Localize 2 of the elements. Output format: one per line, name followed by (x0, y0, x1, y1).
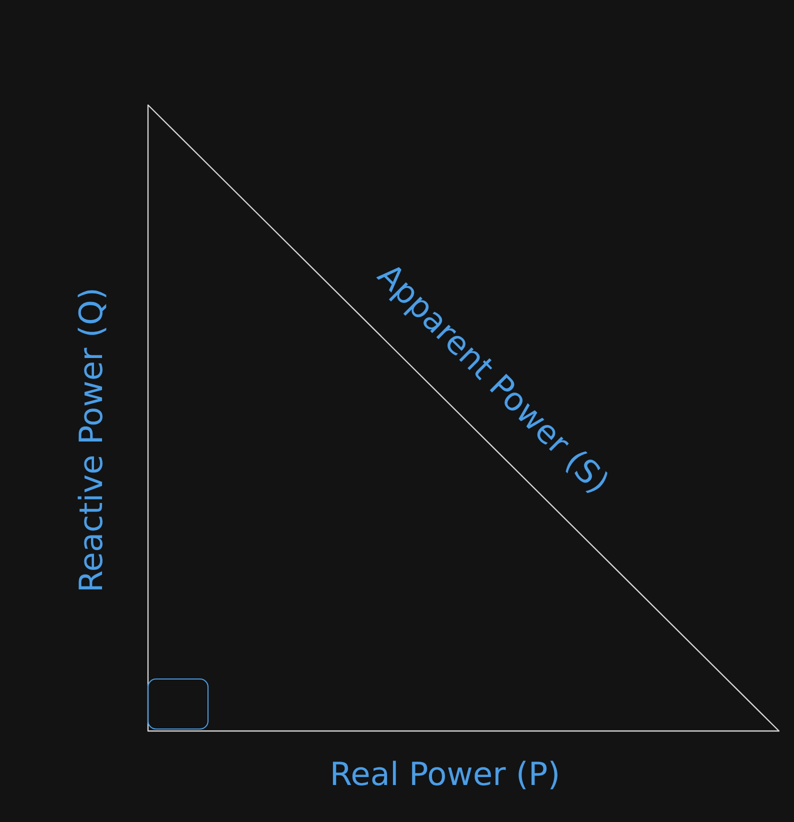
side-label: Real Power (P) (332, 760, 558, 790)
side-label: Reactive Power (Q) (78, 290, 106, 590)
